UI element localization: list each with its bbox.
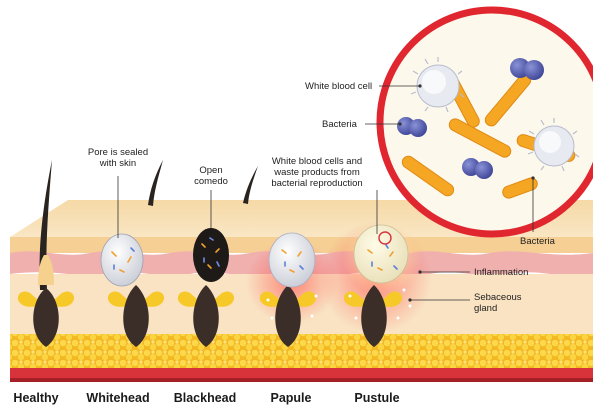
stage-label-pustule: Pustule: [354, 391, 399, 405]
label-sebaceous-gland: Sebaceous gland: [474, 292, 522, 314]
label-bacteria-bottom: Bacteria: [520, 236, 555, 247]
whitehead-plug: [101, 234, 143, 286]
label-inflammation: Inflammation: [474, 267, 528, 278]
papule-bump: [269, 233, 315, 287]
stage-label-blackhead: Blackhead: [174, 391, 237, 405]
zoom-circle: [380, 10, 593, 234]
stage-label-papule: Papule: [271, 391, 312, 405]
label-bacteria-left: Bacteria: [322, 119, 357, 130]
label-wbc-waste: White blood cells and waste products fro…: [271, 156, 362, 189]
stage-label-whitehead: Whitehead: [86, 391, 149, 405]
fat-layer: [10, 334, 593, 368]
label-white-blood-cell: White blood cell: [305, 81, 372, 92]
blackhead-plug: [193, 228, 229, 282]
label-pore-sealed: Pore is sealed with skin: [88, 147, 148, 169]
stage-label-healthy: Healthy: [13, 391, 58, 405]
label-open-comedo: Open comedo: [194, 165, 228, 187]
